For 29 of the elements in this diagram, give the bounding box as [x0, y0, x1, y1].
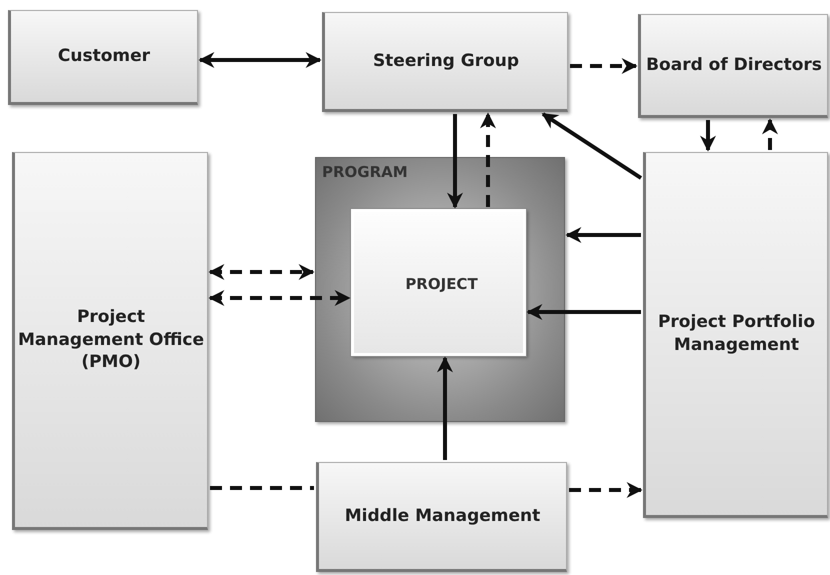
arrow — [437, 356, 453, 460]
node-label: PROJECT — [405, 274, 478, 295]
arrow — [208, 264, 315, 280]
node-label: Customer — [58, 45, 150, 68]
node-label: PROGRAM — [322, 162, 408, 182]
node-label: Project Management Office (PMO) — [16, 306, 206, 374]
project-box — [351, 209, 526, 356]
node-label: Project Portfolio Management — [656, 311, 816, 357]
arrow — [565, 227, 641, 243]
arrow — [208, 290, 351, 306]
process-box — [322, 12, 568, 112]
arrow — [570, 58, 638, 74]
process-box — [12, 152, 208, 530]
arrow — [762, 118, 778, 150]
arrow — [480, 112, 496, 207]
arrow — [542, 112, 642, 180]
arrow — [700, 120, 716, 152]
arrow — [569, 482, 643, 498]
program-area — [315, 157, 565, 422]
process-box — [316, 462, 567, 572]
process-box — [8, 10, 198, 105]
arrow — [526, 304, 641, 320]
node-label: Steering Group — [372, 50, 520, 72]
node-label: Middle Management — [344, 504, 540, 528]
process-box — [643, 152, 828, 518]
arrow — [447, 114, 463, 209]
node-label: Board of Directors — [646, 54, 822, 76]
process-box — [638, 14, 828, 118]
arrow — [198, 52, 322, 68]
